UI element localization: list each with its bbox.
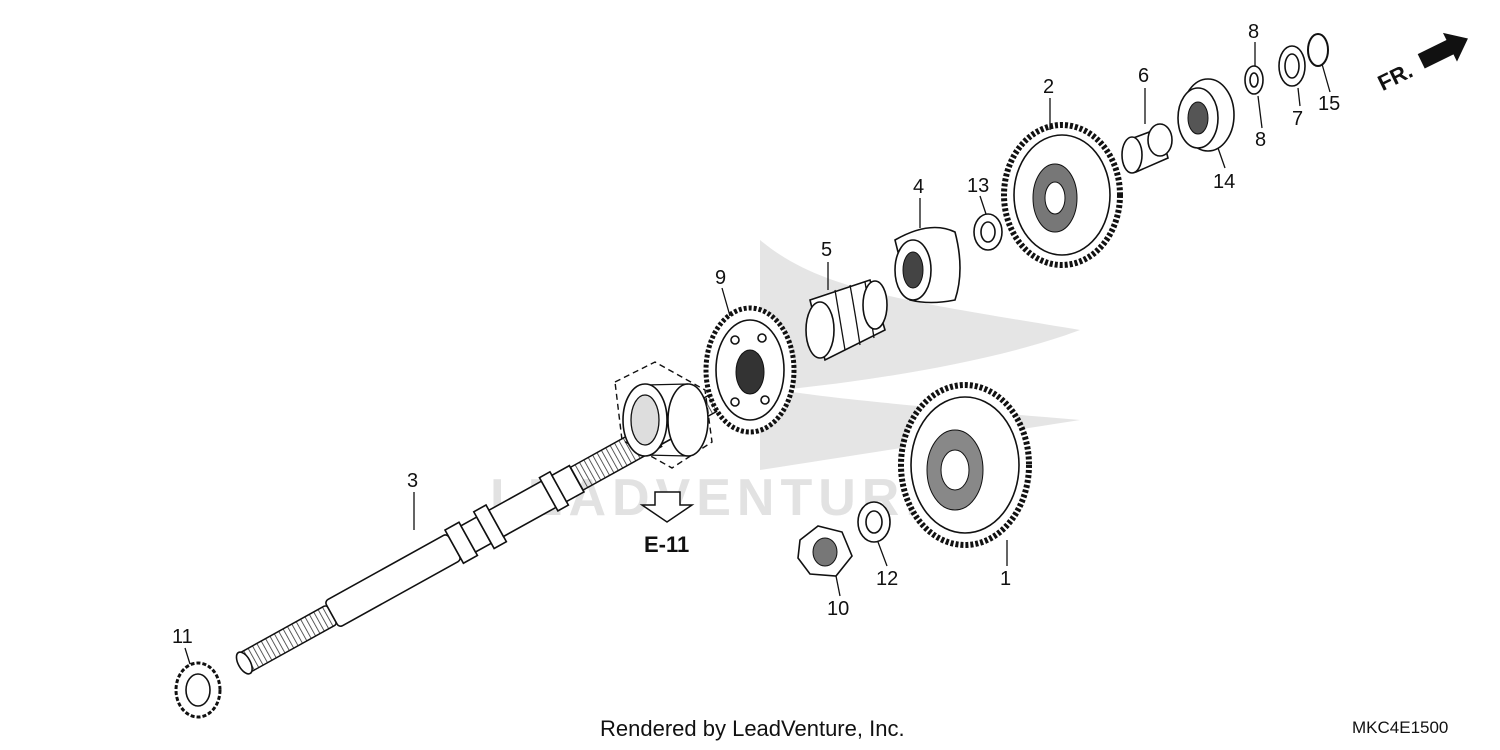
reference-label: E-11 xyxy=(644,532,689,557)
bearing-reference-e11[interactable]: E-11 xyxy=(614,361,713,557)
part-11-locknut[interactable] xyxy=(174,661,222,719)
part-12-washer[interactable] xyxy=(857,501,891,543)
part-1-gear[interactable] xyxy=(898,382,1032,548)
leader-lines xyxy=(184,42,1331,665)
callout-12: 12 xyxy=(876,568,898,590)
callout-3: 3 xyxy=(407,470,418,492)
part-5-sleeve[interactable] xyxy=(805,278,888,362)
callout-2: 2 xyxy=(1043,76,1054,98)
callout-7: 7 xyxy=(1292,108,1303,130)
part-13-washer[interactable] xyxy=(973,213,1003,251)
callout-13: 13 xyxy=(967,175,989,197)
front-direction-indicator: FR. xyxy=(1374,32,1468,96)
arrow-down-icon xyxy=(639,491,695,523)
part-6-collar[interactable] xyxy=(1121,123,1173,174)
callout-10: 10 xyxy=(827,598,849,620)
part-2-gear[interactable] xyxy=(1001,122,1123,268)
part-14-bearing[interactable] xyxy=(1177,78,1235,152)
callout-1: 1 xyxy=(1000,568,1011,590)
part-7-washer[interactable] xyxy=(1278,45,1306,87)
front-label: FR. xyxy=(1374,58,1417,96)
part-4-cam[interactable] xyxy=(894,226,961,304)
diagram-code: MKC4E1500 xyxy=(1352,718,1449,737)
callout-8b: 8 xyxy=(1255,129,1266,151)
callout-15: 15 xyxy=(1318,93,1340,115)
callout-5: 5 xyxy=(821,239,832,261)
callout-6: 6 xyxy=(1138,65,1149,87)
callout-8a: 8 xyxy=(1248,21,1259,43)
front-arrow-icon xyxy=(1417,32,1468,69)
callout-9: 9 xyxy=(715,267,726,289)
callout-14: 14 xyxy=(1213,171,1235,193)
part-9-gear[interactable] xyxy=(703,305,797,435)
part-15-circlip[interactable] xyxy=(1307,33,1329,67)
footer-credit: Rendered by LeadVenture, Inc. xyxy=(600,716,905,741)
callout-11: 11 xyxy=(172,626,193,648)
part-10-nut[interactable] xyxy=(797,525,853,577)
part-8-collar[interactable] xyxy=(1244,65,1264,95)
callouts: 1 2 3 4 5 6 7 8 8 9 10 11 12 13 14 15 xyxy=(172,21,1340,648)
callout-4: 4 xyxy=(913,176,924,198)
